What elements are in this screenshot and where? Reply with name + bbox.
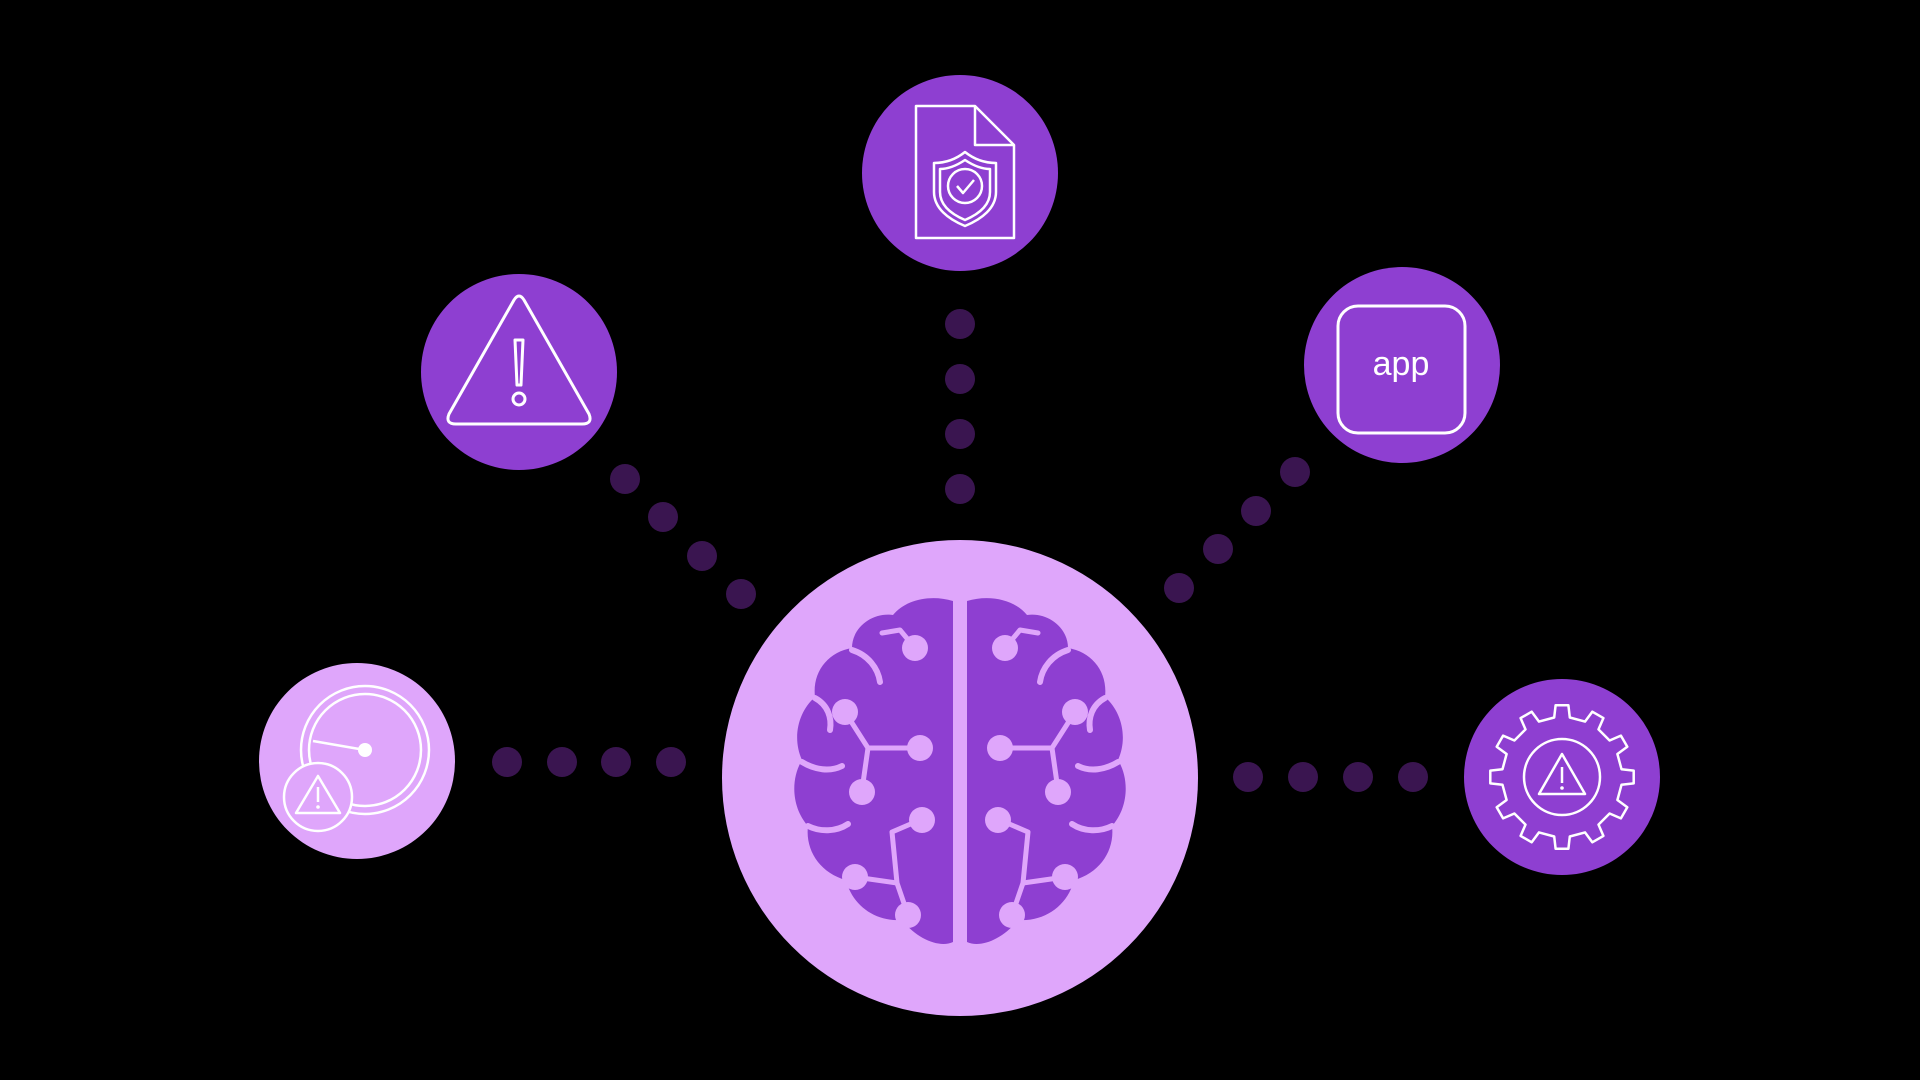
document-shield-icon xyxy=(914,104,1016,240)
connectors xyxy=(492,309,1428,792)
node-app: app xyxy=(1304,267,1500,463)
connector-upper-left xyxy=(610,464,756,609)
node-gear-warning xyxy=(1464,679,1660,875)
node-document xyxy=(862,75,1058,271)
connector-left xyxy=(492,747,686,777)
connector-upper-right xyxy=(1164,457,1310,603)
gauge-warning-icon xyxy=(282,684,431,833)
warning-triangle-icon xyxy=(446,294,592,426)
node-gauge-warning xyxy=(259,663,455,859)
gear-warning-icon xyxy=(1489,704,1635,850)
connector-top xyxy=(945,309,975,504)
hub-node xyxy=(722,540,1198,1016)
app-label: app xyxy=(1373,345,1430,383)
app-icon xyxy=(1336,304,1467,435)
brain-circuit-icon xyxy=(794,598,1126,944)
node-alert xyxy=(421,274,617,470)
connector-right xyxy=(1233,762,1428,792)
